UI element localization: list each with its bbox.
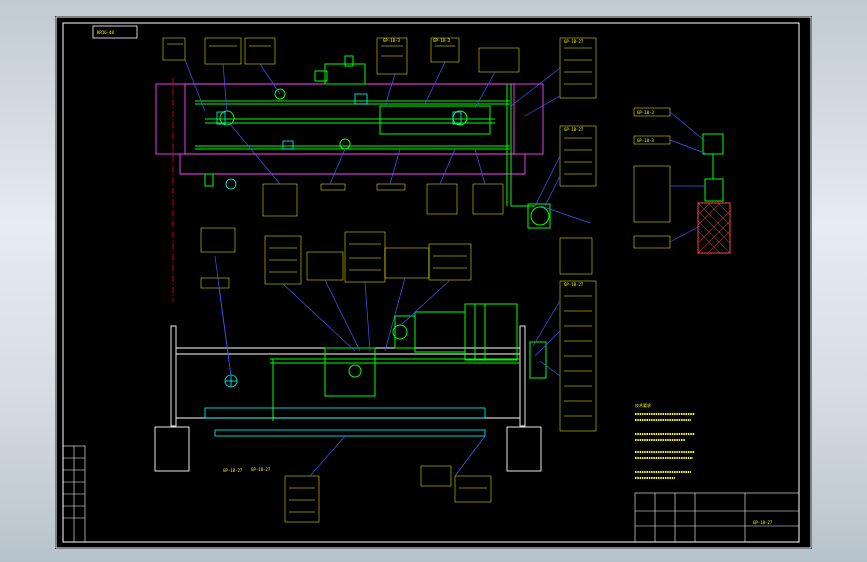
annotation-callouts	[162, 37, 671, 523]
leader-lines	[184, 59, 708, 477]
callout-code-6: GP-18-3	[637, 110, 654, 115]
title-block-code: GP-18-27	[753, 520, 773, 525]
revision-table	[62, 445, 86, 543]
schematic-canvas[interactable]: KR16-48	[55, 16, 812, 549]
title-block	[634, 492, 800, 543]
frame-tag-text: KR16-48	[97, 30, 114, 35]
filter-assembly	[697, 133, 731, 254]
lower-cylinders	[204, 178, 486, 437]
callout-code-4: GP-18-27	[564, 127, 584, 132]
motor-pump-group	[270, 303, 547, 421]
upper-hydraulic-piping	[195, 55, 551, 229]
callout-code-5: GP-18-27	[564, 282, 584, 287]
callout-code-3: GP-18-27	[564, 39, 584, 44]
notes-heading: 技术要求	[635, 402, 651, 408]
callout-texts: GP-18-3 GP-18-3 GP-18-27 GP-18-27 GP-18-…	[223, 38, 654, 473]
upper-frame-structure	[155, 83, 544, 175]
technical-notes: 技术要求	[635, 402, 695, 479]
drawing-sheet[interactable]: KR16-48	[55, 16, 812, 549]
frame-tag: KR16-48	[92, 25, 138, 39]
callout-code-8: GP-18-27	[251, 467, 271, 472]
callout-code-7: GP-18-3	[637, 138, 654, 143]
inner-frame	[62, 22, 800, 543]
upper-cyan-details	[216, 93, 462, 150]
outer-frame	[55, 16, 812, 549]
callout-code-1: GP-18-3	[383, 38, 400, 43]
callout-code-2: GP-18-3	[433, 38, 450, 43]
callout-code-9: GP-18-27	[223, 468, 243, 473]
